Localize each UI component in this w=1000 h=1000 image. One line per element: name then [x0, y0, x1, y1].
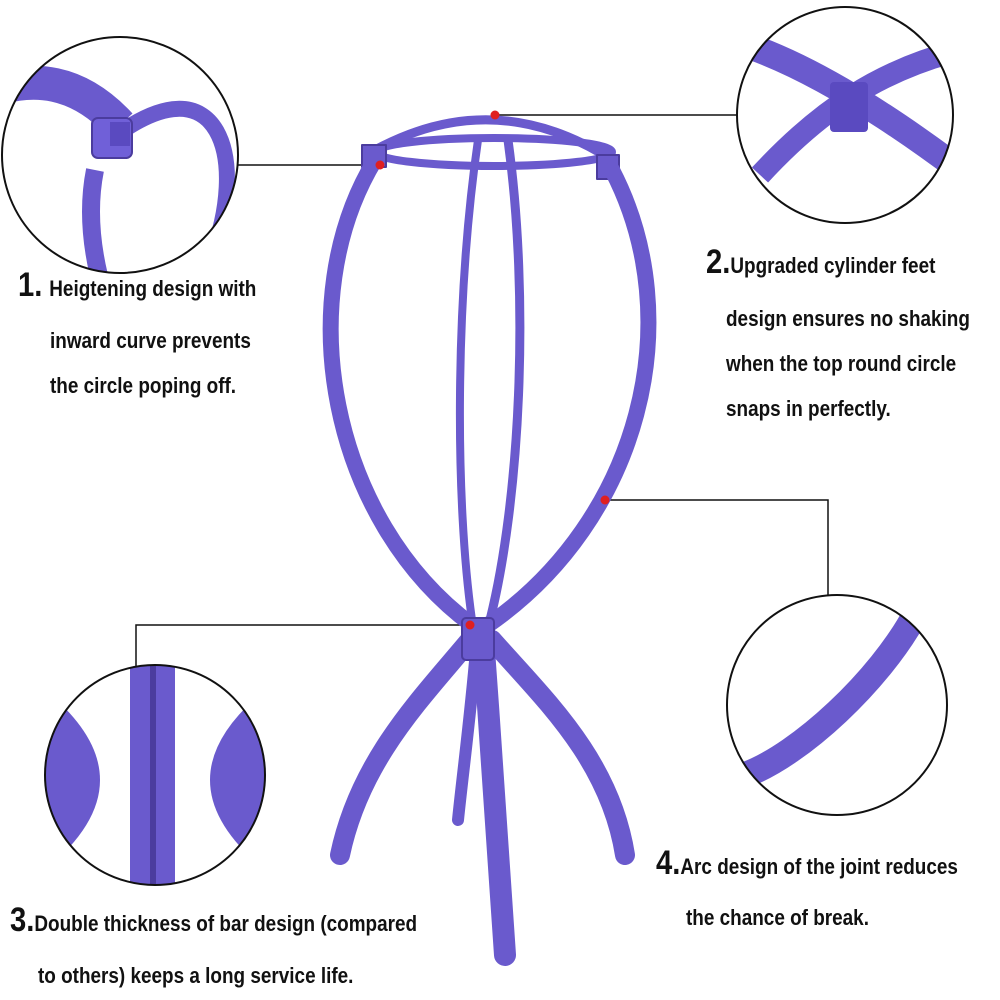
marker-dot-2: [490, 110, 500, 120]
stand-rib-left: [322, 152, 480, 633]
feature-3-line-1: Double thickness of bar design (compared: [34, 911, 418, 936]
feature-3: 3.Double thickness of bar design (compar…: [10, 903, 417, 937]
leader-lines: [135, 114, 829, 668]
feature-2-line-4: snaps in perfectly.: [726, 396, 891, 421]
feature-2-line-4-wrap: snaps in perfectly.: [726, 398, 891, 420]
stand-top-ring: [372, 134, 616, 170]
stand-leg-back: [452, 644, 482, 826]
stand-rib-inner-right: [485, 135, 525, 625]
detail-circle-clip: [1, 36, 239, 274]
wig-stand: [322, 115, 657, 966]
feature-1-line-2: inward curve prevents: [50, 328, 251, 353]
feature-4-line-1: Arc design of the joint reduces: [680, 854, 958, 879]
feature-2: 2.Upgraded cylinder feet: [706, 245, 935, 279]
feature-2-line-2-wrap: design ensures no shaking: [726, 308, 970, 330]
stand-leg-front: [473, 639, 516, 966]
feature-2-line-3: when the top round circle: [726, 351, 957, 376]
leader-line-4: [605, 499, 829, 595]
feature-3-line-2-wrap: to others) keeps a long service life.: [38, 965, 353, 987]
feature-2-line-2: design ensures no shaking: [726, 306, 970, 331]
marker-dot-3: [465, 620, 475, 630]
feature-2-number: 2.: [706, 243, 731, 281]
feature-1-line-1: Heigtening design with: [49, 276, 257, 301]
marker-dot-1: [375, 160, 385, 170]
stand-leg-right: [482, 630, 635, 865]
feature-4-number: 4.: [656, 844, 681, 882]
stand-leg-left: [330, 630, 480, 865]
marker-dots: [375, 110, 610, 630]
feature-4-line-2-wrap: the chance of break.: [686, 907, 869, 929]
detail-circle-arc: [726, 594, 948, 816]
feature-1-line-3-wrap: the circle poping off.: [50, 375, 236, 397]
feature-4-line-2: the chance of break.: [686, 905, 869, 930]
stand-rib-right: [480, 162, 657, 633]
feature-1-line-3: the circle poping off.: [50, 373, 237, 398]
detail-circle-joint: [44, 664, 266, 886]
feature-4: 4.Arc design of the joint reduces: [656, 846, 958, 880]
feature-2-line-1: Upgraded cylinder feet: [730, 253, 936, 278]
feature-3-number: 3.: [10, 901, 35, 939]
stand-rib-inner-left: [455, 136, 482, 624]
marker-dot-4: [600, 495, 610, 505]
feature-1-number: 1.: [18, 266, 43, 304]
feature-3-line-2: to others) keeps a long service life.: [38, 963, 354, 988]
feature-1: 1.Heigtening design with: [18, 268, 256, 302]
leader-line-3: [135, 624, 470, 668]
detail-circle-cross: [736, 6, 954, 224]
feature-2-line-3-wrap: when the top round circle: [726, 353, 956, 375]
feature-1-line-2-wrap: inward curve prevents: [50, 330, 251, 352]
